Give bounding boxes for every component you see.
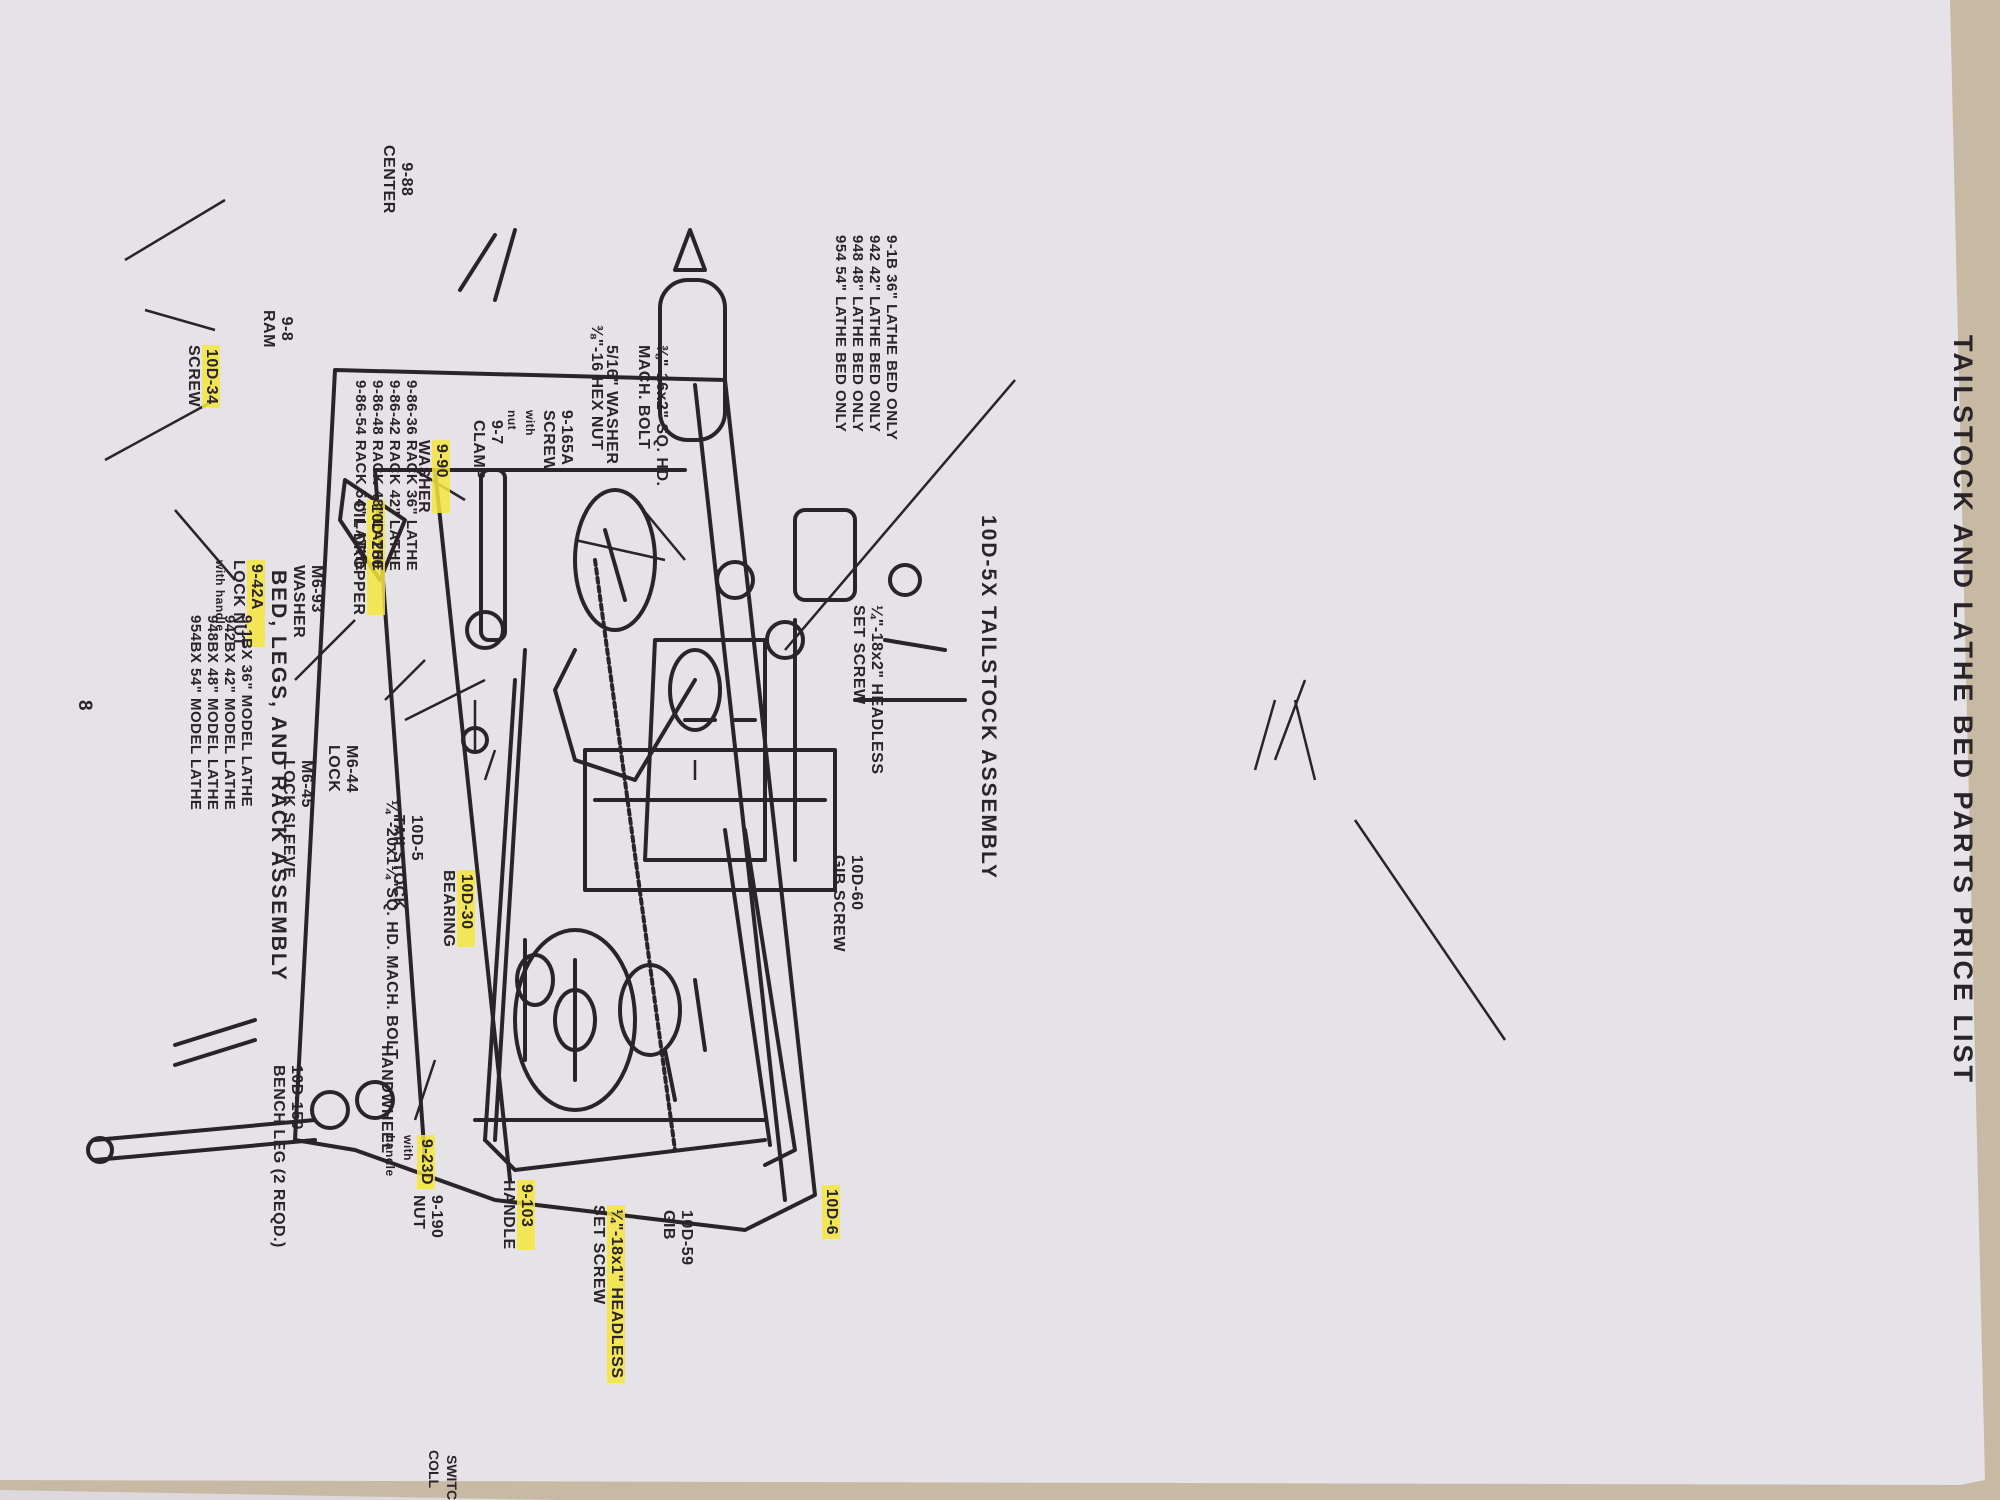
leader-lines [104, 198, 1507, 1121]
lathe-bed-drawing [293, 368, 817, 1232]
rack-list: 9-86-36 RACK 36" LATHE 9-86-42 RACK 42" … [352, 380, 420, 571]
rack-item: 9-86-54 RACK 54" LATHE [352, 380, 369, 572]
label-10d-6: 10D-6 [822, 1185, 840, 1240]
rack-item: 9-86-36 RACK 36" LATHE [403, 380, 420, 572]
page-title: TAILSTOCK AND LATHE BED PARTS PRICE LIST [1948, 335, 1978, 1086]
label-washer-516: 5/16" WASHER [603, 345, 620, 465]
rack-item: 9-86-48 RACK 48" LATHE [369, 380, 386, 572]
assembly-list: 9-1BX 36" MODEL LATHE 942BX 42" MODEL LA… [187, 615, 255, 810]
bed-only-list: 9-1B 36" LATHE BED ONLY 942 42" LATHE BE… [832, 235, 900, 440]
tailstock-drawing [483, 618, 837, 1172]
assembly-item: 948BX 48" MODEL LATHE [204, 615, 221, 811]
ram-and-screw-drawing [458, 228, 727, 650]
bed-only-item: 954 54" LATHE BED ONLY [832, 235, 849, 433]
tailstock-assembly-title: 10D-5X TAILSTOCK ASSEMBLY [977, 515, 1000, 881]
bed-only-item: 948 48" LATHE BED ONLY [849, 235, 866, 433]
bed-only-item: 942 42" LATHE BED ONLY [866, 235, 883, 433]
parts-illustration [86, 198, 1507, 1232]
gib-drawing [86, 1018, 317, 1164]
rotated-page: TAILSTOCK AND LATHE BED PARTS PRICE LIST… [5, 0, 1995, 1500]
small-parts-drawing [461, 508, 967, 754]
page-number: 8 [74, 700, 95, 712]
bed-only-item: 9-1B 36" LATHE BED ONLY [883, 235, 900, 441]
rack-item: 9-86-42 RACK 42" LATHE [386, 380, 403, 572]
assembly-item: 954BX 54" MODEL LATHE [187, 615, 204, 811]
label-mach-bolt: ⅜"-16x2" SQ. HD.MACH. BOLT [635, 345, 670, 487]
assembly-item: 9-1BX 36" MODEL LATHE [238, 615, 255, 808]
assembly-item: 942BX 42" MODEL LATHE [221, 615, 238, 811]
handwheel-drawing [310, 928, 677, 1130]
bed-assembly-title: BED, LEGS, AND RACK ASSEMBLY [267, 570, 290, 982]
